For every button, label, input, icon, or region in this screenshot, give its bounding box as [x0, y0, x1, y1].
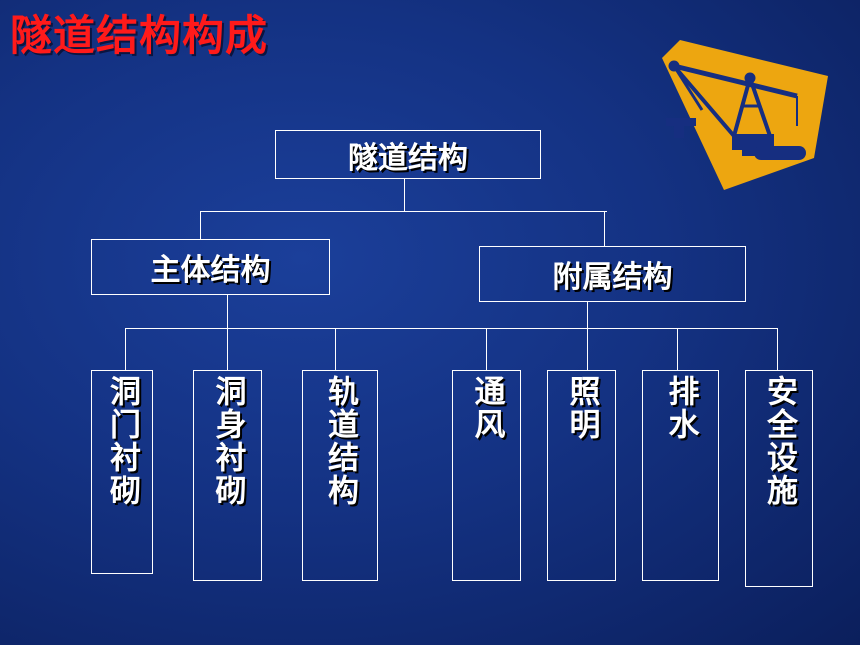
connector-line — [604, 211, 605, 247]
connector-line — [227, 294, 228, 370]
connector-line — [125, 328, 126, 370]
connector-line — [587, 301, 588, 370]
leaf-node-safety: 安全设施 — [745, 370, 813, 587]
connector-line — [404, 179, 405, 212]
leaf-node-lighting: 照明 — [547, 370, 616, 581]
connector-line — [777, 328, 778, 370]
leaf-node-drainage: 排水 — [642, 370, 719, 581]
connector-line — [677, 328, 678, 370]
branch-node-main-label: 主体结构 — [150, 253, 271, 288]
crane-emblem — [662, 38, 828, 197]
leaf-node-label: 安全设施 — [761, 375, 797, 507]
connector-line — [335, 328, 336, 370]
leaf-node-label: 洞身衬砌 — [209, 375, 246, 507]
connector-line — [486, 328, 487, 370]
branch-node-aux-label: 附属结构 — [552, 260, 673, 295]
branch-node-aux: 附属结构 — [479, 246, 746, 302]
crane-icon — [662, 40, 828, 190]
leaf-node-label: 照明 — [563, 375, 600, 441]
slide-title: 隧道结构构成 — [10, 11, 269, 60]
connector-line — [200, 211, 201, 240]
leaf-node-ventilation: 通风 — [452, 370, 521, 581]
connector-line — [200, 211, 607, 212]
connector-line — [125, 328, 778, 329]
root-node-label: 隧道结构 — [348, 140, 468, 176]
leaf-node-track: 轨道结构 — [302, 370, 378, 581]
root-node: 隧道结构 — [275, 130, 541, 179]
leaf-node-label: 排水 — [662, 375, 699, 441]
leaf-node-label: 通风 — [468, 375, 505, 441]
branch-node-main: 主体结构 — [91, 239, 330, 295]
leaf-node-portal-lining: 洞门衬砌 — [91, 370, 153, 574]
leaf-node-label: 轨道结构 — [322, 375, 358, 507]
leaf-node-body-lining: 洞身衬砌 — [193, 370, 262, 581]
leaf-node-label: 洞门衬砌 — [104, 375, 140, 507]
